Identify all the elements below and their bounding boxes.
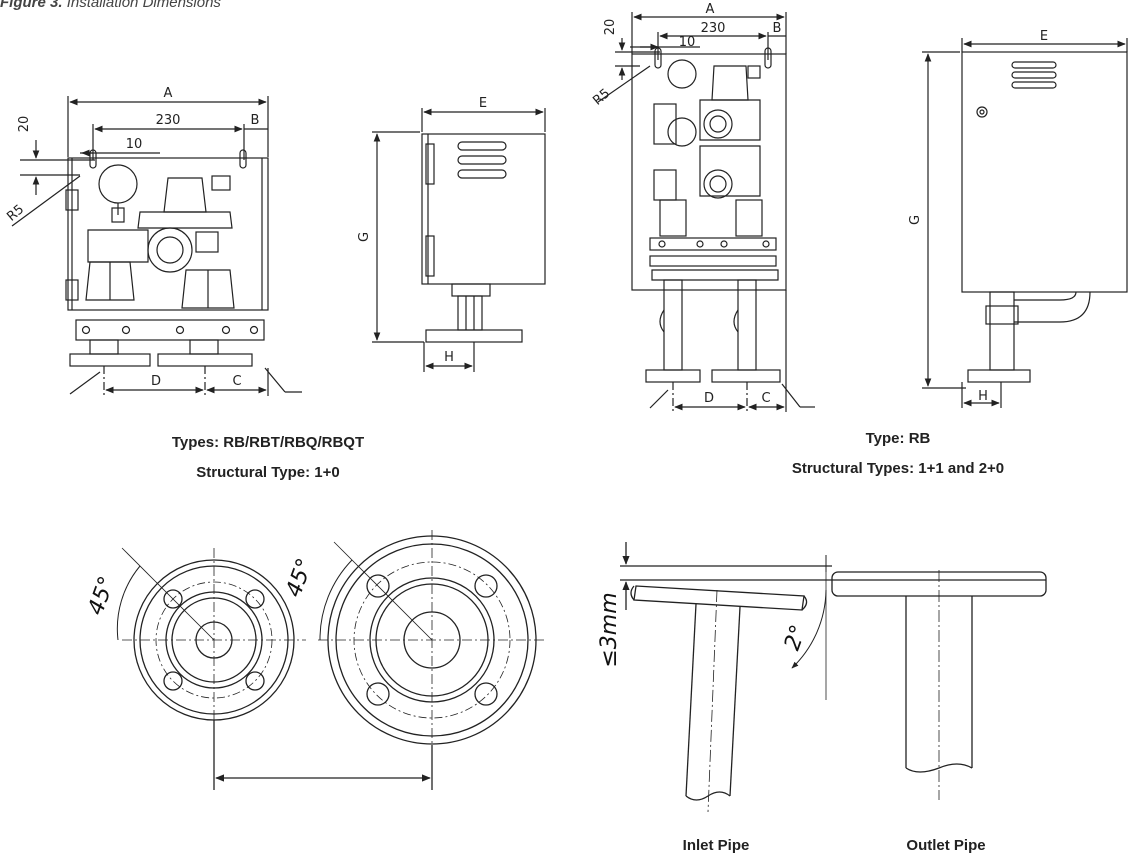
caption-structural-1plus1: Structural Types: 1+1 and 2+0 <box>791 460 1005 477</box>
outlet-pipe-label: Outlet Pipe <box>906 837 986 854</box>
dim-e: E <box>1040 29 1048 44</box>
dim-230: 230 <box>701 21 726 36</box>
dim-10: 10 <box>126 137 143 152</box>
pipe-alignment-detail <box>620 542 1047 813</box>
caption-types-1plus0: Types: RB/RBT/RBQ/RBQT <box>171 434 365 451</box>
figure-label: Figure 3. <box>0 0 63 11</box>
dim-g: G <box>357 232 372 242</box>
caption-type-rb: Type: RB <box>865 430 931 447</box>
flange-large <box>215 530 546 790</box>
inlet-pipe-label: Inlet Pipe <box>682 837 750 854</box>
dim-b: B <box>251 113 260 128</box>
side-view-1plus1-dims: E G H <box>908 29 1048 404</box>
dim-230: 230 <box>156 113 181 128</box>
angle-left: 45° <box>83 573 120 618</box>
flange-small <box>116 547 306 790</box>
side-view-1plus0-dims: E G H <box>357 96 487 365</box>
dim-r5: R5 <box>4 202 27 225</box>
dim-c: C <box>761 391 770 406</box>
dim-20: 20 <box>603 19 618 36</box>
dim-a: A <box>164 86 173 101</box>
front-view-1plus0 <box>11 96 302 396</box>
dim-e: E <box>479 96 487 111</box>
dim-h: H <box>444 350 454 365</box>
flange-angles: 45° 45° <box>83 555 318 618</box>
front-view-1plus1 <box>597 12 815 412</box>
caption-structural-1plus0: Structural Type: 1+0 <box>196 464 340 481</box>
gap-label: ≤3mm <box>597 592 622 667</box>
dim-10: 10 <box>679 35 696 50</box>
front-view-1plus0-dims: A 230 B 10 20 R5 D C <box>4 86 259 389</box>
tilt-label: 2° <box>780 622 812 654</box>
dim-h: H <box>978 389 988 404</box>
side-view-1plus0 <box>372 108 546 372</box>
side-view-1plus1 <box>922 38 1128 408</box>
figure-title: Figure 3. Installation Dimensions <box>0 0 221 11</box>
dim-d: D <box>151 374 161 389</box>
figure-title-text: Installation Dimensions <box>66 0 221 11</box>
dim-b: B <box>773 21 782 36</box>
dim-g: G <box>908 215 923 225</box>
angle-right: 45° <box>281 555 318 600</box>
dim-r5: R5 <box>590 86 613 109</box>
dim-a: A <box>706 2 715 17</box>
dim-d: D <box>704 391 714 406</box>
dim-20: 20 <box>17 116 32 133</box>
dim-c: C <box>232 374 241 389</box>
